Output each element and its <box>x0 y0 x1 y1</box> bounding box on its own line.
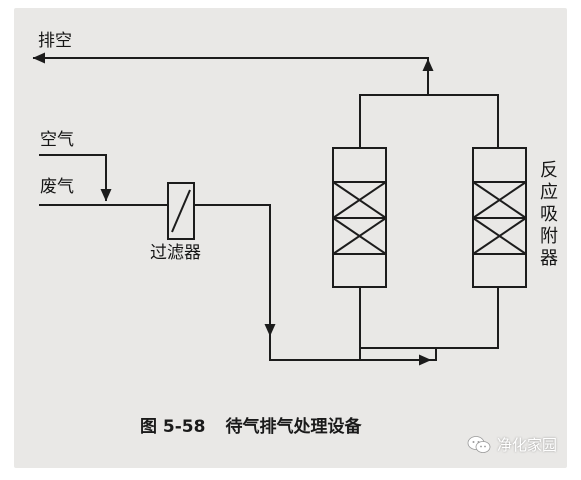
reactor-left <box>332 147 387 288</box>
top-manifold <box>359 94 499 149</box>
paper-background <box>14 8 567 468</box>
air-inlet-line <box>39 154 112 202</box>
figure-title: 待气排气处理设备 <box>225 417 362 437</box>
air-label: 空气 <box>40 130 74 150</box>
waste-gas-label: 废气 <box>40 177 74 197</box>
wechat-icon <box>467 435 491 453</box>
figure-number: 图 5-58 <box>140 417 206 437</box>
filter-label: 过滤器 <box>150 243 201 263</box>
bottom-manifold <box>359 286 499 349</box>
filter-outlet-line <box>193 204 361 361</box>
exhaust-label: 排空 <box>38 31 72 51</box>
bottom-manifold-link <box>359 347 437 361</box>
watermark-text: 净化家园 <box>496 436 557 454</box>
figure-caption: 图 5-58 待气排气处理设备 <box>140 412 361 437</box>
reactor-right <box>472 147 527 288</box>
reactor-label: 反应吸附器 <box>540 160 558 269</box>
exhaust-line <box>32 52 429 96</box>
filter-unit <box>167 182 195 240</box>
watermark: 净化家园 <box>467 434 557 455</box>
